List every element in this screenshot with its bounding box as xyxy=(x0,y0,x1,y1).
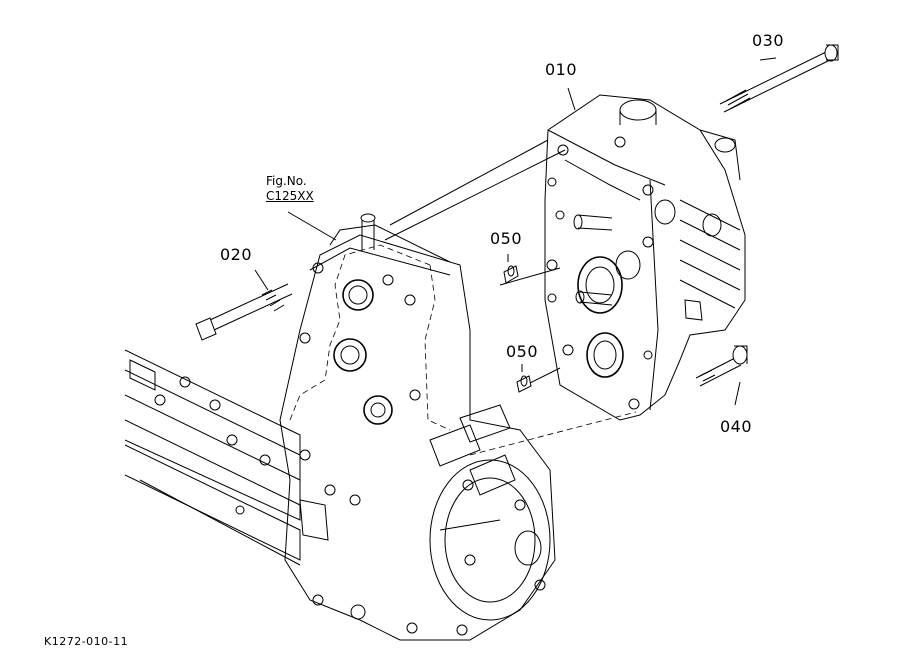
chassis-frame xyxy=(124,349,301,566)
document-id: K1272-010-11 xyxy=(44,635,129,648)
pump-unit xyxy=(544,94,746,421)
figure-reference-code: C125XX xyxy=(266,189,314,203)
leader-lines xyxy=(254,57,777,456)
bolt-030 xyxy=(719,44,839,113)
transmission-case xyxy=(279,224,556,641)
part-label-050-lower: 050 xyxy=(506,342,539,361)
part-label-010: 010 xyxy=(545,60,578,79)
part-label-050-upper: 050 xyxy=(490,229,523,248)
filler-neck xyxy=(360,213,376,250)
part-label-020: 020 xyxy=(220,245,253,264)
figure-reference-title: Fig.No. xyxy=(266,174,307,188)
dowel-pins-050 xyxy=(503,265,532,393)
part-label-030: 030 xyxy=(752,31,785,50)
figure-reference: Fig.No. C125XX xyxy=(266,174,314,204)
part-label-040: 040 xyxy=(720,417,753,436)
bolt-020 xyxy=(195,283,293,341)
bolt-040 xyxy=(695,345,748,387)
